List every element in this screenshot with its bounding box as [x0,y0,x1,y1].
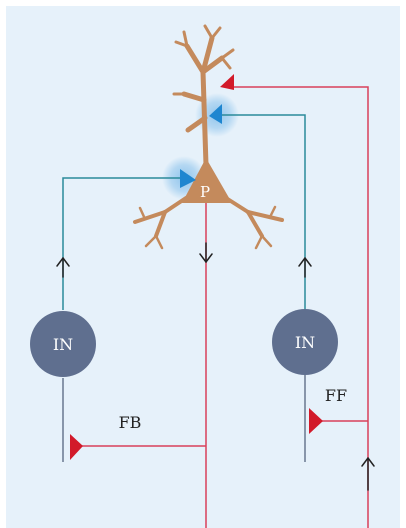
right-interneuron-label: IN [295,333,315,352]
feedback-label: FB [119,413,142,432]
pyramidal-label: P [200,183,210,201]
feedforward-label: FF [325,386,347,405]
left-interneuron-label: IN [53,335,73,354]
